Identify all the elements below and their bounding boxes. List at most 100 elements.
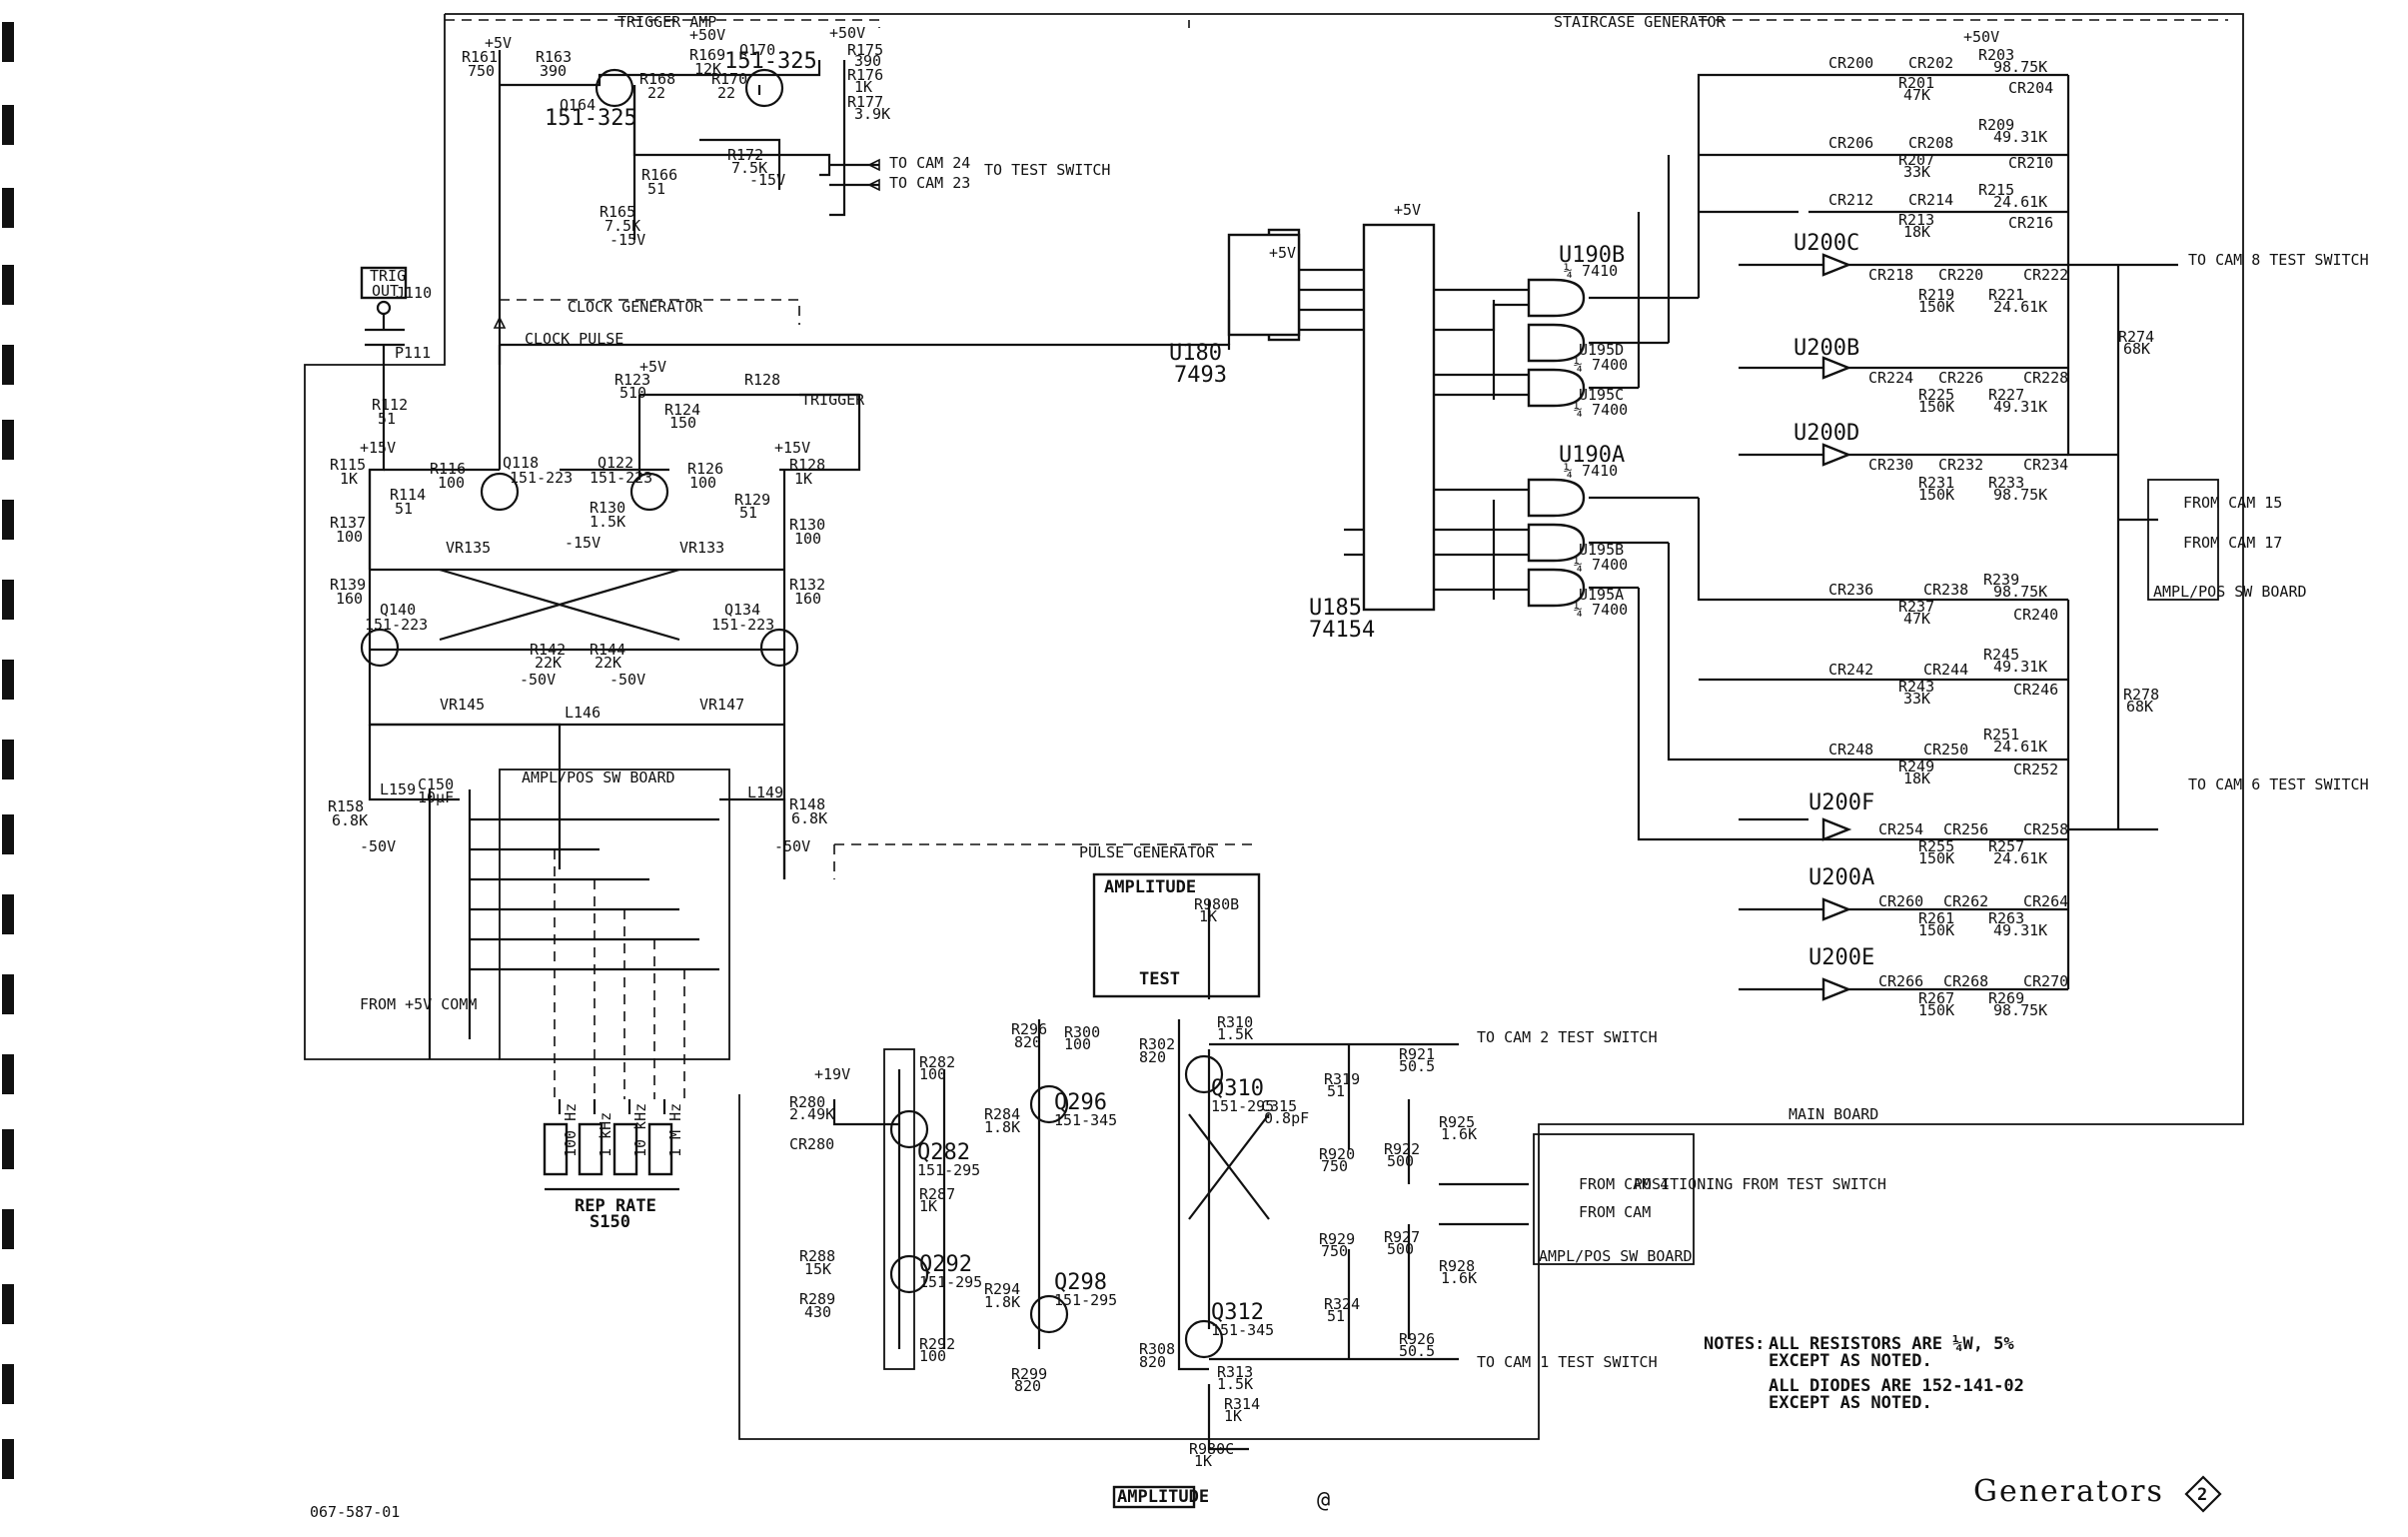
power-5v-u185: +5V [1394, 201, 1421, 219]
r925-value: 1.6K [1441, 1125, 1477, 1143]
svg-text:CR264: CR264 [2023, 892, 2068, 910]
r302-value: 820 [1139, 1048, 1166, 1066]
plug-p111: P111 [395, 344, 431, 362]
label-main-board: MAIN BOARD [1789, 1105, 1878, 1123]
power-n50v-r144: -50V [609, 671, 645, 689]
r929-name: R929 [1319, 1230, 1355, 1248]
svg-text:CR230: CR230 [1868, 456, 1913, 474]
svg-text:CR252: CR252 [2013, 761, 2058, 778]
vr135: VR135 [446, 539, 491, 557]
power-n15v-r172: -15V [749, 171, 785, 189]
trigger-amp-circuit [498, 50, 880, 365]
page-marker: @ [1317, 1488, 1330, 1513]
svg-text:150K: 150K [1918, 921, 1954, 939]
q122-name: Q122 [598, 454, 633, 472]
svg-text:CR244: CR244 [1923, 661, 1968, 679]
r168-value: 22 [647, 84, 665, 102]
amplitude-tag-bottom: AMPLITUDE [1117, 1487, 1209, 1507]
svg-text:R233: R233 [1988, 474, 2024, 492]
power-n15v-r165: -15V [609, 231, 645, 249]
positioning-label: POSITIONING FROM TEST SWITCH [1634, 1175, 1886, 1193]
svg-text:CR254: CR254 [1878, 820, 1923, 838]
amplitude-box-label: AMPLITUDE [1104, 877, 1196, 897]
r144-value: 22K [595, 654, 621, 672]
r324-name: R324 [1324, 1295, 1360, 1313]
r288-value: 15K [804, 1260, 831, 1278]
r299-name: R299 [1011, 1365, 1047, 1383]
svg-text:49.31K: 49.31K [1993, 398, 2047, 416]
notes-line-3: ALL DIODES ARE 152-141-02 [1769, 1376, 2024, 1396]
jack-j110: J110 [396, 284, 432, 302]
from-cam-15: FROM CAM 15 [2183, 494, 2282, 512]
r137-name: R137 [330, 514, 366, 532]
diagram-number-diamond: 2 [2184, 1475, 2222, 1513]
svg-text:CR258: CR258 [2023, 820, 2068, 838]
svg-text:49.31K: 49.31K [1993, 128, 2047, 146]
svg-text:R251: R251 [1983, 726, 2019, 744]
q282-part: 151-295 [917, 1161, 980, 1179]
svg-text:+50V: +50V [1963, 28, 1999, 46]
u185-type: 74154 [1309, 618, 1375, 643]
r168-name: R168 [639, 70, 675, 88]
to-cam-2: TO CAM 2 TEST SWITCH [1477, 1028, 1658, 1046]
r280-name: R280 [789, 1093, 825, 1111]
r129-value: 51 [739, 504, 757, 522]
r139-name: R139 [330, 576, 366, 594]
r137-value: 100 [336, 528, 363, 546]
svg-text:CR236: CR236 [1828, 581, 1873, 599]
label-ampl-pos-sw-board-right: AMPL/POS SW BOARD [2153, 583, 2307, 601]
inverter-gates [1821, 253, 1852, 1001]
r929-value: 750 [1321, 1242, 1348, 1260]
svg-text:R219: R219 [1918, 286, 1954, 304]
r163-name: R163 [536, 48, 572, 66]
svg-text:R231: R231 [1918, 474, 1954, 492]
r132-value: 160 [794, 590, 821, 608]
svg-text:R261: R261 [1918, 909, 1954, 927]
r130b-name: R130 [789, 516, 825, 534]
r287-value: 1K [919, 1197, 937, 1215]
test-label: TEST [1139, 969, 1180, 989]
r169-name: R169 [689, 46, 725, 64]
r280-value: 2.49K [789, 1105, 834, 1123]
r124-value: 150 [669, 414, 696, 432]
r130-value: 1.5K [590, 513, 625, 531]
from-cam-17: FROM CAM 17 [2183, 534, 2282, 552]
l149: L149 [747, 783, 783, 801]
r112-value: 51 [378, 410, 396, 428]
svg-text:47K: 47K [1903, 610, 1930, 628]
u190b-type: ¼ 7410 [1564, 262, 1618, 280]
svg-text:CR212: CR212 [1828, 191, 1873, 209]
svg-text:CR266: CR266 [1878, 972, 1923, 990]
r128-name: R128 [744, 371, 780, 389]
q134-name: Q134 [724, 601, 760, 619]
svg-text:R215: R215 [1978, 181, 2014, 199]
r148-value: 6.8K [791, 809, 827, 827]
svg-text:R225: R225 [1918, 386, 1954, 404]
r300-value: 100 [1064, 1035, 1091, 1053]
rep-rate-1khz: 1 kHz [597, 1112, 614, 1157]
u195c-name: U195C [1579, 386, 1624, 404]
r170-name: R170 [711, 70, 747, 88]
r927-value: 500 [1387, 1240, 1414, 1258]
svg-text:24.61K: 24.61K [1993, 849, 2047, 867]
nand-gates [1434, 278, 1699, 608]
svg-text:CR204: CR204 [2008, 79, 2053, 97]
u180-counter [1227, 228, 1349, 345]
svg-text:150K: 150K [1918, 298, 1954, 316]
power-50v-r175: +50V [829, 24, 865, 42]
notes-heading: NOTES: [1704, 1334, 1765, 1354]
svg-text:150K: 150K [1918, 398, 1954, 416]
r289-name: R289 [799, 1290, 835, 1308]
r161-value: 750 [468, 62, 495, 80]
q170-part: 151-325 [724, 49, 817, 74]
r980b-name: R980B [1194, 895, 1239, 913]
r176-value: 1K [854, 78, 872, 96]
svg-text:R255: R255 [1918, 837, 1954, 855]
svg-text:CR234: CR234 [2023, 456, 2068, 474]
svg-text:CR238: CR238 [1923, 581, 1968, 599]
r292-name: R292 [919, 1335, 955, 1353]
from-cam-4: FROM CAM 4 [1579, 1175, 1669, 1193]
r112-name: R112 [372, 396, 408, 414]
r302-name: R302 [1139, 1035, 1175, 1053]
svg-text:CR218: CR218 [1868, 266, 1913, 284]
